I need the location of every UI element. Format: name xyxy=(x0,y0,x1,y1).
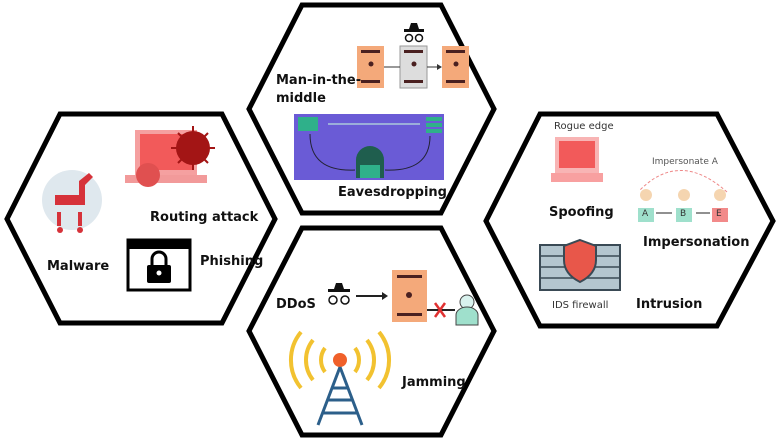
mitm-label-line1: Man-in-the- xyxy=(276,73,362,88)
phishing-label: Phishing xyxy=(200,254,264,269)
hexagon-right xyxy=(483,111,776,329)
malware-label: Malware xyxy=(47,259,110,274)
node-e-label: E xyxy=(716,209,722,219)
phishing-lock-icon xyxy=(126,238,192,292)
eavesdropping-label: Eavesdropping xyxy=(338,185,447,200)
ids-firewall-label: IDS firewall xyxy=(552,300,609,311)
rogue-edge-laptop-icon xyxy=(551,137,603,182)
impersonation-icon xyxy=(638,170,728,222)
hexagon-left xyxy=(4,111,278,326)
mitm-servers-icon xyxy=(357,23,469,89)
node-a-label: A xyxy=(642,209,649,219)
trojan-horse-icon xyxy=(42,170,102,233)
mitm-label-line2: middle xyxy=(276,91,326,106)
hexagon-top xyxy=(246,2,497,216)
ddos-icon xyxy=(328,270,479,326)
node-b-label: B xyxy=(680,209,687,219)
routing-attack-icon xyxy=(125,126,215,187)
spoofing-label: Spoofing xyxy=(549,205,614,220)
routing-attack-label: Routing attack xyxy=(150,210,259,225)
jamming-tower-icon xyxy=(289,330,391,426)
mitm-label: Man-in-the-middle xyxy=(276,72,361,108)
hexagon-bottom xyxy=(246,225,497,438)
ddos-label: DDoS xyxy=(276,297,316,312)
intrusion-label: Intrusion xyxy=(636,297,703,312)
eavesdropping-icon xyxy=(294,114,444,180)
impersonate-a-label: Impersonate A xyxy=(652,157,718,167)
jamming-label: Jamming xyxy=(402,375,466,390)
firewall-icon xyxy=(539,238,621,291)
impersonation-label: Impersonation xyxy=(643,235,750,250)
rogue-edge-label: Rogue edge xyxy=(554,121,614,132)
